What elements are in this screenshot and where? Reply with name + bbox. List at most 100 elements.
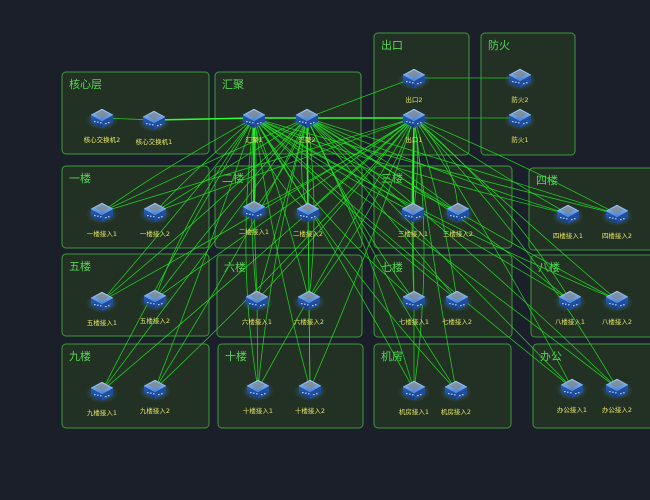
node-k2[interactable]: 十楼接入2 [294, 379, 326, 415]
link-c2-c32 [306, 117, 459, 213]
switch-icon [601, 378, 633, 400]
node-f2[interactable]: 六楼接入2 [293, 290, 325, 326]
switch-icon [238, 108, 270, 130]
group-title: 六楼 [224, 260, 246, 274]
node-c1[interactable]: 汇聚1 [238, 108, 270, 144]
link-t1-i1 [413, 117, 571, 301]
link-c2-a2 [154, 117, 308, 213]
node-b21[interactable]: 二楼接入1 [238, 200, 270, 236]
switch-icon [552, 204, 584, 226]
switch-icon [554, 290, 586, 312]
group-title: 十楼 [225, 349, 247, 363]
node-i2[interactable]: 八楼接入2 [601, 290, 633, 326]
group-r3b: 十楼 [217, 343, 364, 429]
link-t1-k1 [257, 117, 415, 390]
node-label: 六楼接入1 [242, 317, 272, 326]
link-c2-m1 [306, 117, 573, 389]
node-u2[interactable]: 防火2 [504, 68, 536, 104]
link-c2-a1 [101, 117, 308, 213]
link-c2-e2 [154, 117, 308, 300]
link-t1-a2 [154, 117, 415, 213]
switch-icon [139, 379, 171, 401]
node-label: 防火1 [511, 135, 528, 144]
link-c1-j1 [101, 117, 255, 392]
node-f1[interactable]: 六楼接入1 [241, 290, 273, 326]
switch-icon [442, 202, 474, 224]
switch-icon [441, 290, 473, 312]
group-r2c: 七楼 [373, 254, 513, 338]
node-a1[interactable]: 一楼接入1 [86, 202, 118, 238]
node-t2[interactable]: 出口2 [398, 68, 430, 104]
link-c1-e2 [154, 117, 255, 300]
node-b2[interactable]: 核心交换机2 [84, 108, 121, 144]
node-layer: 核心交换机2 核心交换机1 汇聚1 汇聚2 出口2 出口1 防火2 防火1 一楼接入1 一楼接入2… [84, 68, 633, 417]
link-c2-e1 [101, 117, 308, 302]
node-d42[interactable]: 四楼接入2 [601, 204, 633, 240]
node-i1[interactable]: 八楼接入1 [554, 290, 586, 326]
switch-icon [504, 68, 536, 90]
node-e2[interactable]: 五楼接入2 [139, 289, 171, 325]
group-title: 出口 [381, 38, 403, 52]
node-label: 九楼接入2 [140, 406, 170, 415]
link-c1-k1 [245, 117, 259, 390]
node-c32[interactable]: 三楼接入2 [442, 202, 474, 238]
node-k1[interactable]: 十楼接入1 [242, 379, 274, 415]
group-box [528, 167, 650, 251]
node-l2[interactable]: 机房接入2 [440, 380, 472, 416]
node-l1[interactable]: 机房接入1 [398, 380, 430, 416]
group-title: 办公 [540, 350, 562, 363]
group-title: 七楼 [381, 260, 403, 274]
link-c2-i1 [306, 117, 571, 301]
link-t1-m1 [413, 117, 573, 389]
group-r1d: 四楼 [528, 167, 650, 251]
link-c2-m2 [306, 117, 618, 389]
link-c1-j2 [154, 117, 255, 390]
node-m2[interactable]: 办公接入2 [601, 378, 633, 414]
node-label: 办公接入1 [557, 405, 587, 414]
link-t1-b22 [307, 117, 415, 213]
group-title: 九楼 [69, 349, 91, 363]
node-label: 汇聚2 [298, 136, 315, 144]
link-t1-d42 [413, 117, 618, 215]
switch-icon [440, 380, 472, 402]
node-c31[interactable]: 三楼接入1 [397, 202, 429, 238]
group-top2: 防火 [480, 32, 576, 156]
node-c2[interactable]: 汇聚2 [291, 108, 323, 144]
link-c2-j1 [101, 117, 308, 392]
switch-icon [294, 379, 326, 401]
node-label: 办公接入2 [602, 405, 632, 414]
node-d41[interactable]: 四楼接入1 [552, 204, 584, 240]
link-c1-d41 [253, 117, 569, 215]
link-c1-m2 [253, 117, 618, 389]
switch-icon [86, 381, 118, 403]
node-label: 核心交换机2 [84, 135, 121, 144]
link-t1-m2 [413, 117, 618, 389]
node-u1[interactable]: 防火1 [504, 108, 536, 144]
node-h2[interactable]: 七楼接入2 [441, 290, 473, 326]
node-j2[interactable]: 九楼接入2 [139, 379, 171, 415]
node-label: 十楼接入2 [295, 406, 325, 415]
switch-icon [504, 108, 536, 130]
link-c1-l1 [253, 117, 415, 391]
switch-icon [398, 380, 430, 402]
switch-icon [293, 290, 325, 312]
group-box [61, 343, 210, 429]
node-a2[interactable]: 一楼接入2 [139, 202, 171, 238]
link-c2-d42 [306, 117, 618, 215]
group-r3a: 九楼 [61, 343, 210, 429]
node-label: 三楼接入1 [398, 229, 428, 238]
node-b22[interactable]: 二楼接入2 [292, 202, 324, 238]
link-c1-k2 [253, 117, 311, 390]
node-j1[interactable]: 九楼接入1 [86, 381, 118, 417]
node-b1[interactable]: 核心交换机1 [136, 110, 173, 146]
node-label: 八楼接入2 [602, 317, 632, 326]
switch-icon [398, 290, 430, 312]
node-label: 机房接入2 [441, 407, 471, 416]
node-h1[interactable]: 七楼接入1 [398, 290, 430, 326]
node-label: 二楼接入2 [293, 229, 323, 238]
node-e1[interactable]: 五楼接入1 [86, 291, 118, 327]
group-box [216, 254, 363, 338]
node-m1[interactable]: 办公接入1 [556, 378, 588, 414]
node-label: 三楼接入2 [443, 229, 473, 238]
node-t1[interactable]: 出口1 [398, 108, 430, 144]
